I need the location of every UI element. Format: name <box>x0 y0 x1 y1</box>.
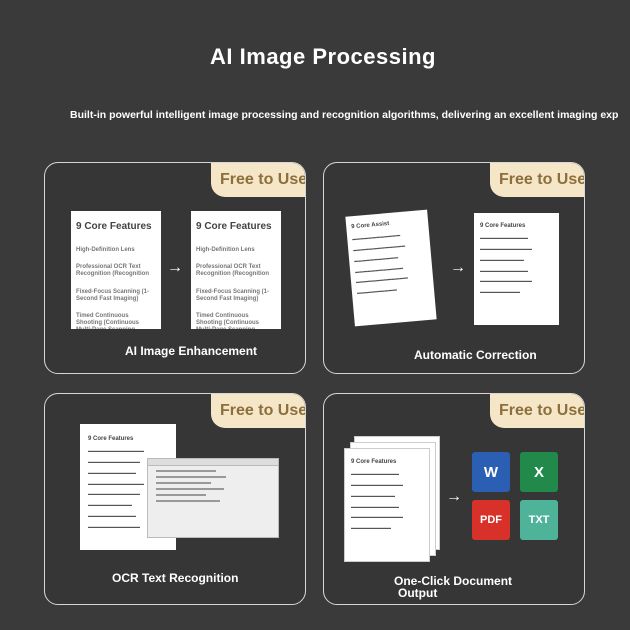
ocr-editor-screenshot <box>147 458 279 538</box>
document-before: 9 Core Features High-Definition Lens Pro… <box>71 211 161 329</box>
doc-line: ▬▬▬▬▬▬▬▬▬▬▬▬▬ <box>480 278 532 284</box>
doc-line: ▬▬▬▬▬▬▬▬▬▬▬▬▬ <box>88 523 140 529</box>
card-label: Automatic Correction <box>414 348 537 362</box>
doc-feature: High-Definition Lens <box>76 247 135 253</box>
doc-title: 9 Core Features <box>351 459 397 465</box>
text-line <box>156 482 211 484</box>
doc-line: ▬▬▬▬▬▬▬▬▬▬ <box>351 525 391 531</box>
doc-line: ▬▬▬▬▬▬▬▬▬▬▬▬▬ <box>480 245 532 251</box>
doc-line: ▬▬▬▬▬▬▬▬▬▬▬▬ <box>352 232 401 242</box>
doc-line: ▬▬▬▬▬▬▬▬▬▬▬▬▬ <box>351 481 403 487</box>
card-one-click-document-output: Free to Use 9 Core Features ▬▬▬▬▬▬▬▬▬▬▬▬… <box>323 393 585 605</box>
doc-line: ▬▬▬▬▬▬▬▬▬▬▬▬▬ <box>353 242 406 253</box>
doc-line: ▬▬▬▬▬▬▬▬▬▬▬▬ <box>88 469 136 475</box>
arrow-icon: → <box>167 259 183 276</box>
doc-line: ▬▬▬▬▬▬▬▬▬▬ <box>356 286 398 296</box>
document-skewed: 9 Core Assist ▬▬▬▬▬▬▬▬▬▬▬▬ ▬▬▬▬▬▬▬▬▬▬▬▬▬… <box>345 209 437 327</box>
doc-feature: Timed Continuous Shooting (Continuous Mu… <box>76 312 139 329</box>
card-ai-image-enhancement: Free to Use 9 Core Features High-Definit… <box>44 162 306 374</box>
doc-title: 9 Core Assist <box>351 220 390 231</box>
card-label: AI Image Enhancement <box>125 344 258 358</box>
doc-line: ▬▬▬▬▬▬▬▬▬▬▬▬▬ <box>355 274 409 285</box>
pdf-icon: PDF <box>472 500 510 540</box>
excel-icon: X <box>520 452 558 492</box>
free-badge: Free to Use <box>211 394 305 428</box>
doc-line: ▬▬▬▬▬▬▬▬▬▬▬▬ <box>480 267 528 273</box>
document-stack-front: 9 Core Features ▬▬▬▬▬▬▬▬▬▬▬▬ ▬▬▬▬▬▬▬▬▬▬▬… <box>344 448 430 562</box>
card-label: One-Click Document <box>394 574 513 588</box>
card-label: OCR Text Recognition <box>112 571 239 585</box>
doc-line: ▬▬▬▬▬▬▬▬▬▬▬▬ <box>354 264 404 274</box>
doc-line: ▬▬▬▬▬▬▬▬▬▬▬▬▬ <box>88 491 140 497</box>
text-line <box>156 494 206 496</box>
doc-line: ▬▬▬▬▬▬▬▬▬▬▬ <box>480 256 524 262</box>
doc-line: ▬▬▬▬▬▬▬▬▬▬▬ <box>351 492 395 498</box>
arrow-icon: → <box>446 488 462 505</box>
doc-feature: Fixed-Focus Scanning (1-Second Fast Imag… <box>196 288 270 302</box>
doc-title: 9 Core Features <box>76 221 152 232</box>
doc-feature: Professional OCR Text Recognition (Recog… <box>196 264 269 278</box>
doc-line: ▬▬▬▬▬▬▬▬▬▬▬ <box>353 254 399 263</box>
doc-line: ▬▬▬▬▬▬▬▬▬▬▬▬▬▬ <box>88 480 144 486</box>
doc-line: ▬▬▬▬▬▬▬▬▬▬▬▬ <box>88 512 136 518</box>
doc-line: ▬▬▬▬▬▬▬▬▬▬ <box>480 289 520 295</box>
editor-toolbar <box>148 459 278 466</box>
doc-feature: Fixed-Focus Scanning (1-Second Fast Imag… <box>76 288 150 302</box>
page-subtitle: Built-in powerful intelligent image proc… <box>70 109 619 121</box>
document-corrected: 9 Core Features ▬▬▬▬▬▬▬▬▬▬▬▬ ▬▬▬▬▬▬▬▬▬▬▬… <box>474 213 559 325</box>
doc-line: ▬▬▬▬▬▬▬▬▬▬▬▬ <box>480 235 528 241</box>
doc-feature: Professional OCR Text Recognition (Recog… <box>76 264 149 278</box>
free-badge: Free to Use <box>211 163 305 197</box>
doc-title: 9 Core Features <box>196 221 272 232</box>
free-badge: Free to Use <box>490 394 584 428</box>
arrow-icon: → <box>450 259 466 276</box>
word-icon: W <box>472 452 510 492</box>
txt-icon: TXT <box>520 500 558 540</box>
card-automatic-correction: Free to Use 9 Core Assist ▬▬▬▬▬▬▬▬▬▬▬▬ ▬… <box>323 162 585 374</box>
card-ocr-text-recognition: Free to Use 9 Core Features ▬▬▬▬▬▬▬▬▬▬▬▬… <box>44 393 306 605</box>
doc-line: ▬▬▬▬▬▬▬▬▬▬▬▬ <box>351 503 399 509</box>
doc-line: ▬▬▬▬▬▬▬▬▬▬▬▬ <box>351 471 399 477</box>
document-after: 9 Core Features High-Definition Lens Pro… <box>191 211 281 329</box>
doc-feature: High-Definition Lens <box>196 247 255 253</box>
text-line <box>156 476 226 478</box>
doc-line: ▬▬▬▬▬▬▬▬▬▬▬▬▬ <box>351 514 403 520</box>
card-label: Output <box>398 586 438 600</box>
text-line <box>156 488 224 490</box>
doc-title: 9 Core Features <box>88 436 134 442</box>
doc-line: ▬▬▬▬▬▬▬▬▬▬▬▬▬▬ <box>88 448 144 454</box>
doc-line: ▬▬▬▬▬▬▬▬▬▬▬ <box>88 502 132 508</box>
doc-title: 9 Core Features <box>480 223 526 229</box>
doc-feature: Timed Continuous Shooting (Continuous Mu… <box>196 312 259 329</box>
page-title: AI Image Processing <box>210 44 436 69</box>
text-line <box>156 470 216 472</box>
text-line <box>156 500 220 502</box>
free-badge: Free to Use <box>490 163 584 197</box>
doc-line: ▬▬▬▬▬▬▬▬▬▬▬▬▬ <box>88 458 140 464</box>
